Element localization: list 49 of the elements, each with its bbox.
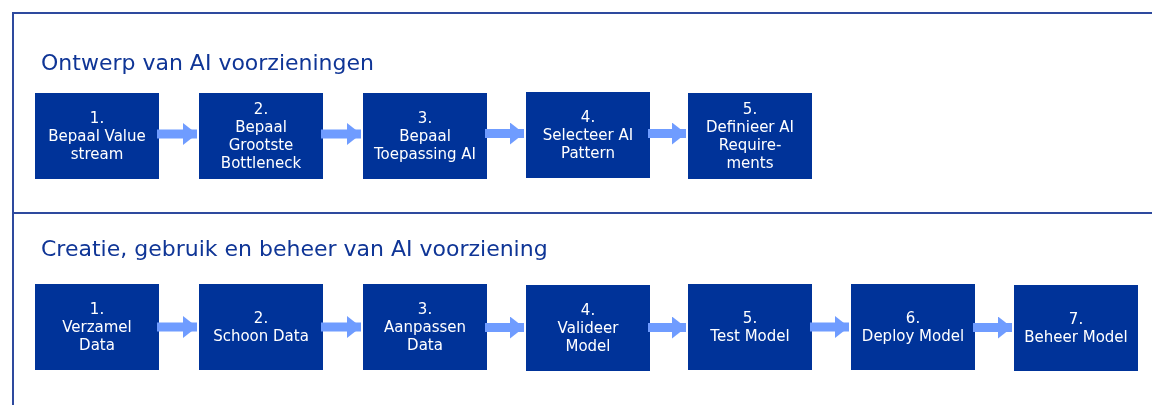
step-number: 5. <box>742 309 758 327</box>
section-panel <box>12 12 1152 214</box>
process-box <box>851 284 975 370</box>
process-box <box>526 285 650 371</box>
step-label: Test Model <box>710 327 790 345</box>
step-label: Selecteer AI Pattern <box>541 126 635 162</box>
step-number: 5. <box>742 100 758 118</box>
step-label: Schoon Data <box>213 327 309 345</box>
step-label: Beheer Model <box>1024 328 1128 346</box>
arrow <box>485 122 524 145</box>
arrow <box>973 316 1012 339</box>
step-number: 3. <box>417 109 433 127</box>
step-label: Bepaal Toepassing AI <box>373 127 477 163</box>
arrow <box>321 123 361 145</box>
step-label: Bepaal Value stream <box>47 127 147 163</box>
process-box <box>363 284 487 370</box>
step-label: Aanpassen Data <box>382 318 467 354</box>
step-label: Definieer AI Require- ments <box>705 118 795 172</box>
process-box <box>688 93 812 179</box>
process-box <box>363 93 487 179</box>
process-box <box>199 284 323 370</box>
process-box <box>35 284 159 370</box>
step-number: 4. <box>580 301 596 319</box>
step-number: 6. <box>905 309 921 327</box>
process-box <box>526 92 650 178</box>
process-box <box>35 93 159 179</box>
process-box <box>1014 285 1138 371</box>
arrow <box>648 316 686 339</box>
arrow <box>810 316 849 338</box>
step-number: 4. <box>580 108 596 126</box>
step-label: Deploy Model <box>861 327 965 345</box>
section-heading: Ontwerp van AI voorzieningen <box>41 52 374 74</box>
step-number: 2. <box>253 100 269 118</box>
step-number: 1. <box>89 109 105 127</box>
arrow <box>485 316 524 339</box>
step-number: 1. <box>89 300 105 318</box>
arrow <box>648 122 686 145</box>
process-box <box>199 93 323 179</box>
step-label: Bepaal Grootste Bottleneck <box>219 118 303 172</box>
step-label: Valideer Model <box>556 319 620 355</box>
process-box <box>688 284 812 370</box>
arrow <box>157 123 197 145</box>
step-number: 2. <box>253 309 269 327</box>
arrow <box>321 316 361 338</box>
arrow <box>157 316 197 338</box>
step-number: 7. <box>1068 310 1084 328</box>
section-heading: Creatie, gebruik en beheer van AI voorziening <box>41 238 548 260</box>
step-label: Verzamel Data <box>61 318 133 354</box>
step-number: 3. <box>417 300 433 318</box>
